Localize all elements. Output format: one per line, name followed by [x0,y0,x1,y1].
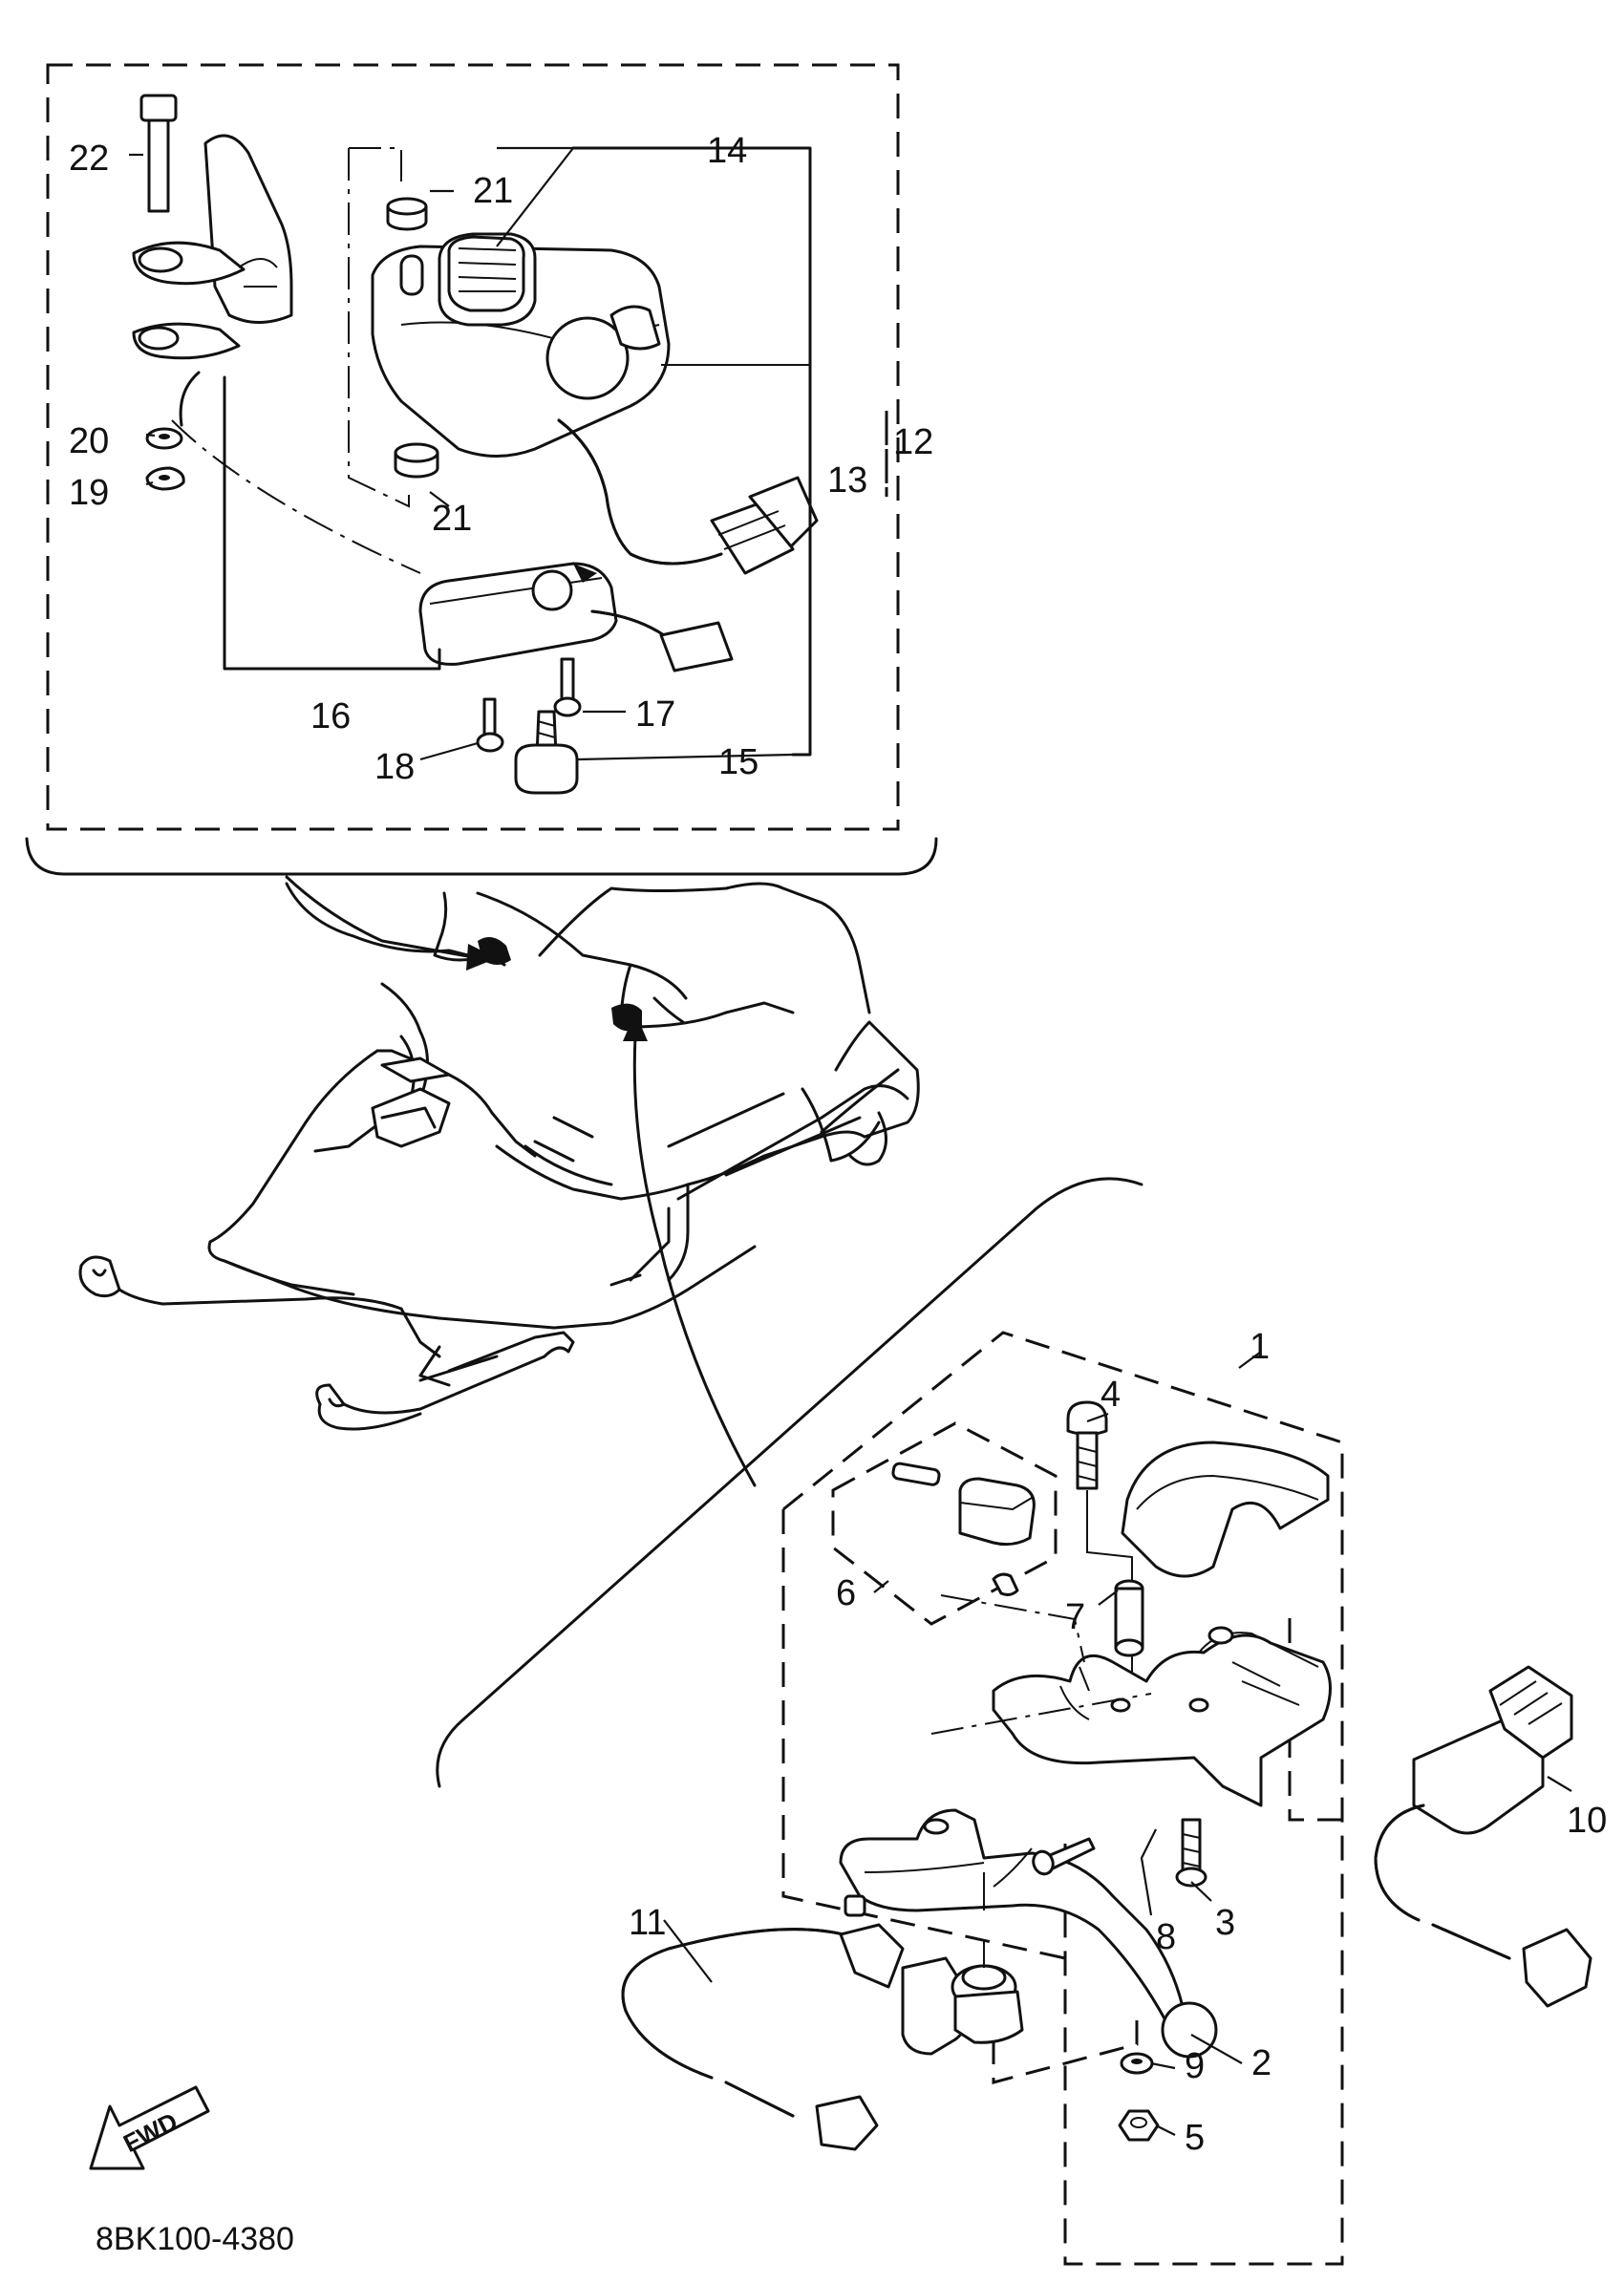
callout-19: 19 [69,473,109,513]
callout-16: 16 [310,696,351,736]
callout-18: 18 [374,747,415,787]
screw-8 [1032,1837,1096,1876]
callout-2: 2 [1251,2043,1271,2083]
callout-12: 12 [893,422,933,462]
callout-20: 20 [69,421,109,461]
grommet-21-lower [394,442,439,479]
fwd-arrow-icon: FWD [89,2085,210,2170]
callout-3: 3 [1215,1903,1235,1943]
lever-cover [1121,1441,1330,1578]
switch-base-16 [418,562,734,672]
callout-6: 6 [836,1573,856,1613]
callout-14: 14 [707,131,747,171]
screw-15 [514,710,579,795]
callout-1: 1 [1250,1327,1270,1367]
callout-4: 4 [1100,1375,1121,1415]
callout-5: 5 [1185,2118,1205,2158]
nut-5 [1118,2109,1160,2142]
switch-housing-14 [371,232,671,458]
bolt-3 [1175,1818,1207,1888]
callout-21-upper: 21 [473,171,513,211]
pin-7 [1114,1579,1144,1657]
callout-10: 10 [1567,1801,1607,1841]
callout-13: 13 [827,460,867,501]
lever-holder [992,1626,1332,1807]
pointer-arrows [285,875,757,1487]
callouts: 22 14 21 20 12 13 19 21 16 17 18 15 1 4 … [69,131,1607,2158]
washer-9 [1120,2052,1154,2075]
washer-20 [145,427,183,450]
bracket-14-15 [571,146,812,757]
callout-8: 8 [1156,1917,1176,1957]
callout-11: 11 [629,1903,666,1943]
grommet-21-upper [386,197,428,231]
callout-7: 7 [1065,1597,1085,1637]
callout-9: 9 [1185,2046,1205,2086]
bracket-16 [223,375,441,671]
bolt-4 [1066,1400,1108,1490]
bolt-22 [139,94,178,213]
inset-top [25,63,938,876]
callout-22: 22 [69,139,109,179]
screw-17 [553,657,582,717]
switch-11 [621,1847,1033,2151]
adjuster-6 [891,1462,1036,1596]
divider-line [436,1177,1143,1788]
brake-lever-2 [839,1808,1218,2059]
inset-bottom [621,1331,1592,2266]
callout-15: 15 [718,742,759,782]
harness-13 [557,418,819,575]
switch-10 [1374,1665,1592,2008]
inset-top-bracket [25,837,938,876]
callout-17: 17 [635,694,675,735]
mount-bracket [132,134,293,427]
callout-21-lower: 21 [432,499,472,539]
snowmobile-outline [78,882,920,1431]
drawing-code: 8BK100-4380 [96,2221,294,2257]
screw-18 [476,697,504,753]
washer-19 [145,466,185,491]
